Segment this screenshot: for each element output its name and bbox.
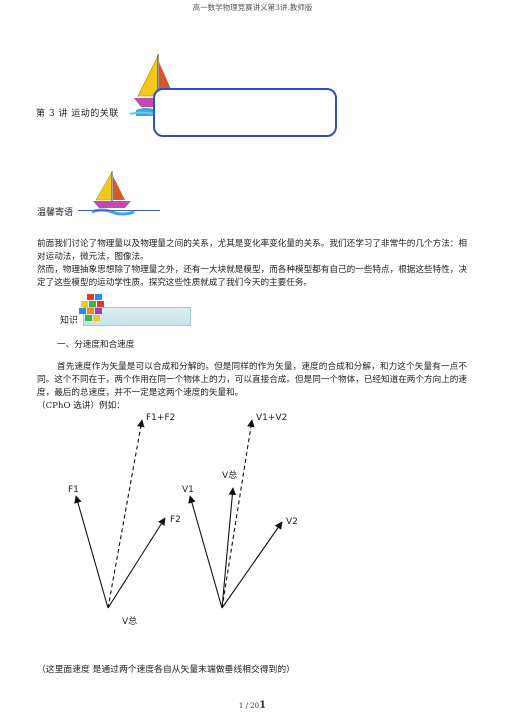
label-f1: F1 bbox=[68, 485, 79, 495]
intro-paragraph-2: 然而，物理抽象思想除了物理量之外，还有一大块就是模型，而各种模型都有自己的一些特… bbox=[37, 265, 467, 289]
label-left-v-total: V总 bbox=[122, 615, 137, 627]
label-v2: V2 bbox=[286, 517, 298, 527]
title-frame bbox=[153, 88, 337, 137]
label-v1: V1 bbox=[182, 485, 194, 495]
page-number-small: 1 / 20 bbox=[238, 702, 260, 710]
example-label: （CPhO 选讲）例如： bbox=[37, 401, 125, 411]
page-number: 1 / 201 bbox=[0, 700, 505, 711]
vector-figure: F1+F2 F1 F2 V总 V1+V2 V1 V2 V总 bbox=[68, 413, 298, 627]
label-f1-plus-f2: F1+F2 bbox=[146, 413, 175, 423]
right-vector-group: V1+V2 V1 V2 V总 bbox=[182, 413, 298, 609]
knowledge-label-b: 识 bbox=[69, 316, 79, 326]
lecture-title: 第 3 讲 运动的关联 bbox=[36, 109, 119, 119]
section-paragraph: 首先速度作为矢量是可以合成和分解的。但是同样的作为矢量，速度的合成和分解，和力这… bbox=[37, 362, 467, 399]
label-f2: F2 bbox=[170, 515, 181, 525]
knowledge-label-a: 知 bbox=[60, 316, 70, 326]
knowledge-banner bbox=[83, 307, 191, 326]
intro-paragraph-1: 前面我们讨论了物理量以及物理量之间的关系，尤其是变化率变化量的关系。我们还学习了… bbox=[37, 239, 467, 263]
label-v1-plus-v2: V1+V2 bbox=[256, 413, 287, 423]
page-number-big: 1 bbox=[259, 700, 267, 711]
sailboat-small-icon bbox=[91, 170, 135, 216]
page-header: 高一数学物理竞赛讲义第3讲.教师版 bbox=[192, 3, 313, 12]
label-right-v-total: V总 bbox=[222, 469, 237, 481]
left-vector-group: F1+F2 F1 F2 V总 bbox=[68, 413, 181, 627]
color-grid-icon bbox=[79, 294, 104, 321]
greeting-underline bbox=[78, 210, 160, 211]
greeting-label: 温馨寄语 bbox=[37, 208, 74, 218]
section-heading: 一、分速度和合速度 bbox=[57, 340, 135, 350]
knowledge-label: 知识 bbox=[60, 313, 78, 326]
figure-caption: （这里面速度 是通过两个速度各自从矢量末端做垂线相交得到的） bbox=[37, 665, 295, 675]
